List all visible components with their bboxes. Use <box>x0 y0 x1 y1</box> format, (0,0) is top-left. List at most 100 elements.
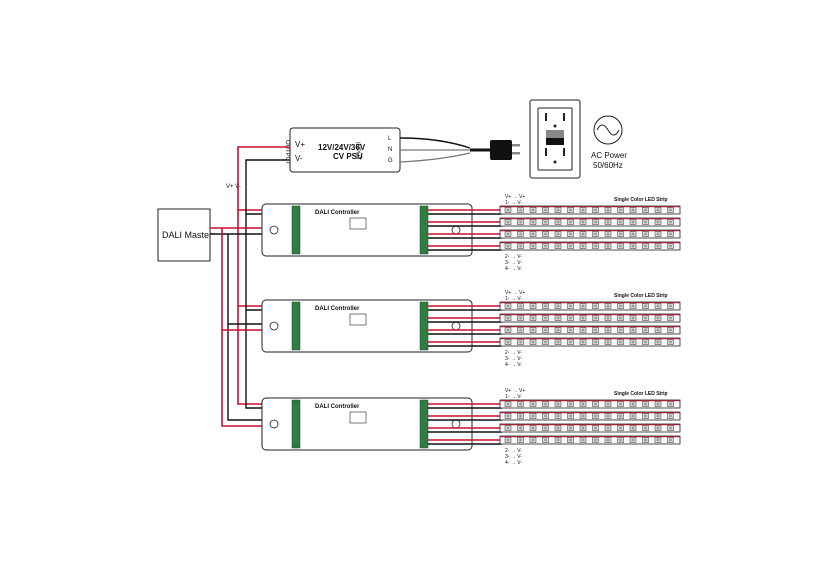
led-emitter <box>631 402 635 406</box>
led-emitter <box>669 328 672 332</box>
psu-input-label: INPUT <box>354 142 360 160</box>
led-emitter <box>581 232 585 236</box>
led-emitter <box>594 304 597 308</box>
led-emitter <box>644 328 647 332</box>
controller-3-display <box>349 411 367 424</box>
led-emitter <box>531 438 535 442</box>
controller-1-left-screw-icon <box>269 225 279 235</box>
outlet-icon <box>529 99 581 179</box>
led-emitter <box>581 328 585 332</box>
led-emitter <box>619 244 622 248</box>
led-emitter <box>556 402 560 406</box>
led-emitter <box>569 328 572 332</box>
led-emitter <box>619 232 622 236</box>
led-emitter <box>581 244 585 248</box>
led-emitter <box>594 340 597 344</box>
led-emitter <box>619 208 622 212</box>
led-emitter <box>581 414 585 418</box>
led-emitter <box>569 304 572 308</box>
led-emitter <box>619 328 622 332</box>
led-emitter <box>556 414 560 418</box>
led-emitter <box>606 328 610 332</box>
led-emitter <box>519 232 522 236</box>
led-emitter <box>606 438 610 442</box>
controller-3-wire-label-1: 1- → V- <box>505 394 522 400</box>
ac-power-label: AC Power <box>591 151 627 160</box>
psu-vminus: V- <box>295 154 303 163</box>
led-emitter <box>531 340 535 344</box>
controller-1-title: DALI Controller <box>315 210 360 216</box>
controller-2-right-screw-icon <box>451 321 461 331</box>
led-emitter <box>631 220 635 224</box>
led-emitter <box>606 414 610 418</box>
led-emitter <box>644 426 647 430</box>
led-emitter <box>606 426 610 430</box>
controller-1-wire-label-2: 2- → V- <box>505 254 522 260</box>
led-emitter <box>531 244 535 248</box>
controller-3-input-terminals <box>291 399 301 449</box>
led-emitter <box>531 232 535 236</box>
led-emitter <box>581 402 585 406</box>
controller-2-output-terminals <box>419 301 429 351</box>
ac-power-frequency: 50/60Hz <box>593 161 623 170</box>
led-emitter <box>631 426 635 430</box>
led-emitter <box>556 220 560 224</box>
led-dots-layer <box>500 206 680 443</box>
controller-3-left-screw-icon <box>269 419 279 429</box>
led-emitter <box>594 220 597 224</box>
controller-2-title: DALI Controller <box>315 306 360 312</box>
led-emitter <box>556 328 560 332</box>
controller-1-display <box>349 217 367 230</box>
led-emitter <box>644 232 647 236</box>
led-emitter <box>581 426 585 430</box>
led-emitter <box>631 414 635 418</box>
led-emitter <box>556 340 560 344</box>
led-emitter <box>544 340 547 344</box>
led-emitter <box>544 220 547 224</box>
led-emitter <box>519 304 522 308</box>
led-emitter <box>619 304 622 308</box>
led-emitter <box>619 220 622 224</box>
led-emitter <box>519 426 522 430</box>
led-emitter <box>544 414 547 418</box>
led-emitter <box>544 208 547 212</box>
controller-1-strip-label: Single Color LED Strip <box>614 197 668 203</box>
controller-group-3: DALI Controller Single Color LED Strip V… <box>261 388 681 466</box>
controller-3-wire-label-4: 4- → V- <box>505 460 522 466</box>
led-emitter <box>569 340 572 344</box>
controller-1-input-terminals <box>291 205 301 255</box>
led-emitter <box>569 414 572 418</box>
led-emitter <box>656 220 660 224</box>
controller-2-led-strip-1 <box>499 301 681 311</box>
controller-1-wire-label-4: 4- → V- <box>505 266 522 272</box>
led-emitter <box>581 438 585 442</box>
led-emitter <box>556 316 560 320</box>
led-emitter <box>531 402 535 406</box>
controller-1-output-terminals <box>419 205 429 255</box>
led-emitter <box>644 244 647 248</box>
led-emitter <box>519 438 522 442</box>
led-emitter <box>556 232 560 236</box>
led-emitter <box>581 304 585 308</box>
mains-cable <box>399 137 490 163</box>
led-emitter <box>506 426 510 430</box>
led-emitter <box>656 316 660 320</box>
led-emitter <box>644 438 647 442</box>
led-emitter <box>644 208 647 212</box>
controller-3-wire-label-2: 2- → V- <box>505 448 522 454</box>
controller-3-wire-label-3: 3- → V- <box>505 454 522 460</box>
controller-group-1: DALI Controller Single Color LED Strip V… <box>261 194 681 272</box>
led-emitter <box>594 328 597 332</box>
led-emitter <box>594 232 597 236</box>
led-emitter <box>594 402 597 406</box>
led-emitter <box>656 244 660 248</box>
controller-3-led-strip-4 <box>499 435 681 445</box>
led-emitter <box>669 426 672 430</box>
controller-2-display <box>349 313 367 326</box>
controller-1-case <box>261 203 473 257</box>
led-emitter <box>581 220 585 224</box>
led-emitter <box>594 426 597 430</box>
led-emitter <box>531 220 535 224</box>
controller-3-led-strip-1 <box>499 399 681 409</box>
